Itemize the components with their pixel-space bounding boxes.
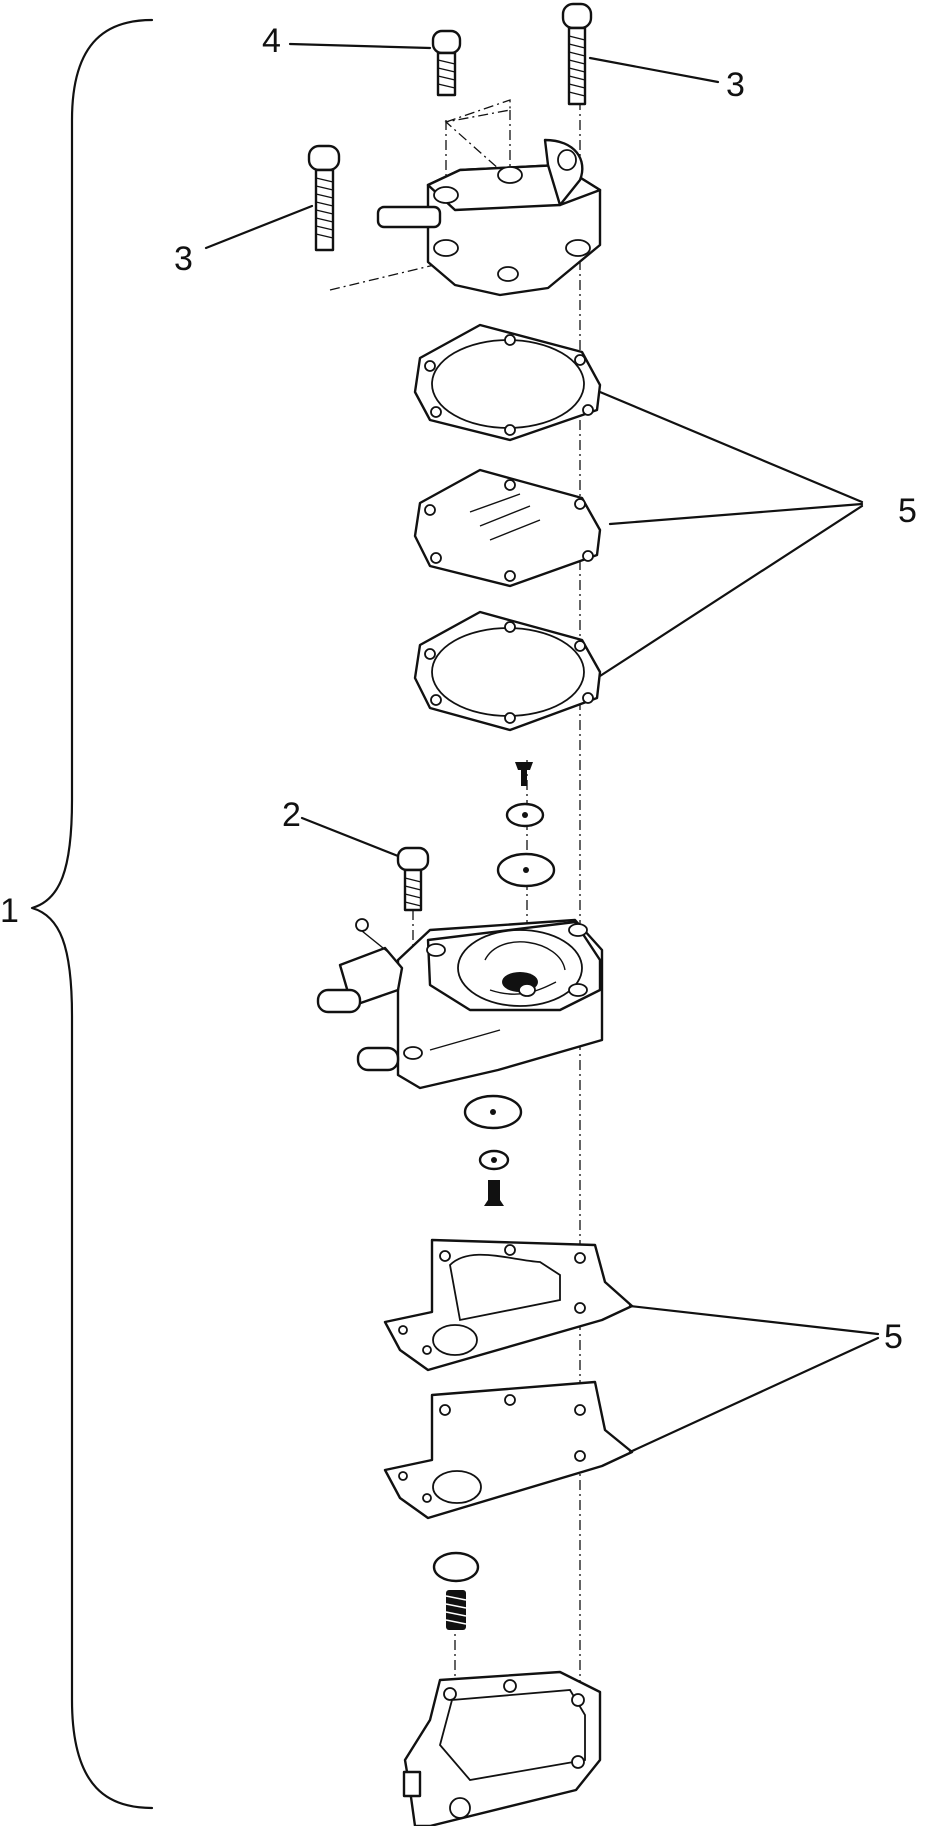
- screw-3-left: [307, 144, 341, 252]
- screw-4: [431, 29, 462, 97]
- valve-retainer-screw-lower: [463, 1094, 523, 1206]
- pump-top-cover: [376, 138, 602, 297]
- screw-2: [396, 846, 430, 912]
- callout-3-upper: 3: [726, 66, 745, 104]
- callout-5-lower: 5: [884, 1318, 903, 1356]
- pump-base-plate: [402, 1670, 602, 1826]
- gasket-5-top: [413, 323, 602, 442]
- leaders-5-upper: [598, 390, 864, 678]
- gasket-5-lower-b: [383, 1380, 634, 1520]
- valve-retainer-screw-upper: [496, 762, 556, 888]
- check-valve-cap: [432, 1551, 480, 1583]
- gasket-5-lower-a: [383, 1238, 634, 1372]
- pump-body: [316, 918, 604, 1090]
- callout-2: 2: [282, 796, 301, 834]
- spring: [445, 1590, 467, 1630]
- gasket-5-third: [413, 610, 602, 732]
- assembly-brace: [30, 18, 154, 1810]
- callout-1: 1: [0, 892, 19, 930]
- callout-3-left: 3: [174, 240, 193, 278]
- leaders-5-lower: [628, 1304, 880, 1454]
- callout-5-upper: 5: [898, 492, 917, 530]
- screw-3-upper: [561, 2, 593, 106]
- diaphragm-5: [413, 468, 602, 588]
- callout-4: 4: [262, 22, 281, 60]
